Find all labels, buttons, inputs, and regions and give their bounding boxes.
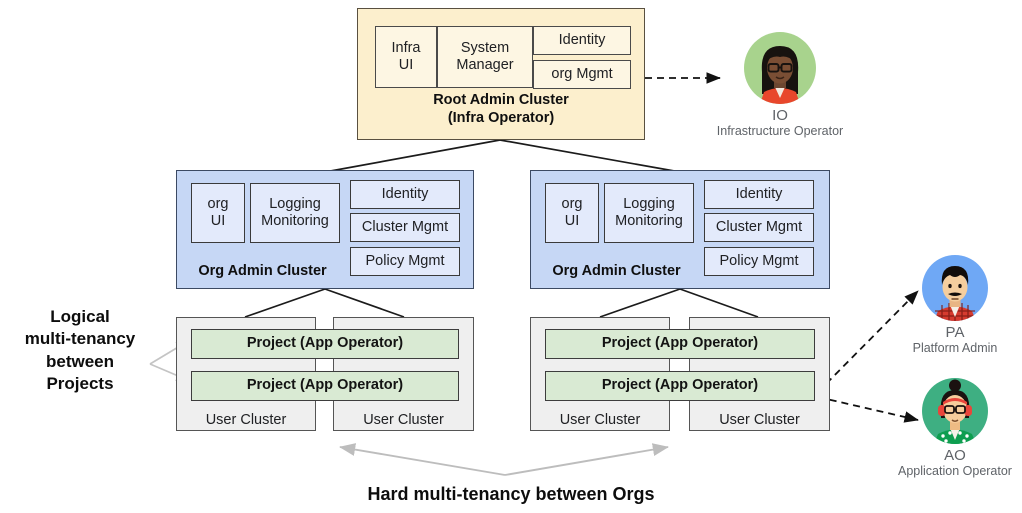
project-label: Project (App Operator) — [601, 377, 759, 394]
persona-abbr: AO — [944, 447, 966, 464]
org-admin-cluster-left-title: Org Admin Cluster — [180, 263, 345, 281]
hard-multitenancy-label: Hard multi-tenancy between Orgs — [367, 484, 655, 504]
persona-application-operator[interactable]: AO Application Operator — [890, 378, 1020, 479]
root-to-org-connectors — [324, 139, 681, 173]
module-label: Identity — [381, 186, 429, 203]
module-logging-monitoring[interactable]: Logging Monitoring — [250, 183, 340, 243]
module-org-mgmt[interactable]: org Mgmt — [533, 60, 631, 89]
module-label: Policy Mgmt — [719, 253, 799, 270]
persona-platform-admin[interactable]: PA Platform Admin — [890, 255, 1020, 356]
module-label: Infra UI — [391, 40, 421, 73]
module-label: Logging Monitoring — [261, 196, 329, 229]
module-label: org Mgmt — [551, 66, 613, 83]
hard-tenancy-arrow — [339, 443, 669, 476]
module-policy-mgmt[interactable]: Policy Mgmt — [350, 247, 460, 276]
module-identity[interactable]: Identity — [704, 180, 814, 209]
persona-abbr: PA — [945, 324, 965, 341]
org-admin-cluster-right-title: Org Admin Cluster — [534, 263, 699, 281]
module-infra-ui[interactable]: Infra UI — [375, 26, 437, 88]
persona-role: Infrastructure Operator — [716, 124, 844, 139]
project-left-1[interactable]: Project (App Operator) — [191, 329, 459, 359]
module-org-ui[interactable]: org UI — [545, 183, 599, 243]
module-label: org UI — [207, 196, 229, 229]
project-right-1[interactable]: Project (App Operator) — [545, 329, 815, 359]
avatar-ao-illustration — [934, 379, 976, 444]
module-label: Cluster Mgmt — [715, 219, 803, 236]
module-logging-monitoring[interactable]: Logging Monitoring — [604, 183, 694, 243]
persona-role: Platform Admin — [912, 341, 998, 356]
root-admin-cluster-title: Root Admin Cluster (Infra Operator) — [357, 92, 645, 127]
avatar — [922, 378, 988, 444]
cluster-title-text: Org Admin Cluster — [552, 263, 681, 279]
module-org-ui[interactable]: org UI — [191, 183, 245, 243]
project-right-2[interactable]: Project (App Operator) — [545, 371, 815, 401]
module-label: Policy Mgmt — [365, 253, 445, 270]
user-cluster-right-1-label: User Cluster — [559, 412, 641, 428]
org-to-usercluster-connectors — [244, 288, 759, 318]
module-identity[interactable]: Identity — [350, 180, 460, 209]
root-admin-cluster-title-line1: Root Admin Cluster — [433, 92, 569, 108]
user-cluster-left-1-label: User Cluster — [205, 412, 287, 428]
cluster-title-text: Org Admin Cluster — [198, 263, 327, 279]
persona-infrastructure-operator[interactable]: IO Infrastructure Operator — [700, 32, 860, 139]
module-label: System Manager — [456, 40, 514, 73]
persona-role: Application Operator — [898, 464, 1012, 479]
module-system-manager[interactable]: System Manager — [437, 26, 533, 88]
module-policy-mgmt[interactable]: Policy Mgmt — [704, 247, 814, 276]
project-label: Project (App Operator) — [246, 335, 404, 352]
avatar — [744, 32, 816, 104]
module-cluster-mgmt[interactable]: Cluster Mgmt — [350, 213, 460, 242]
avatar — [922, 255, 988, 321]
logical-multitenancy-label: Logical multi-tenancy between Projects — [24, 307, 136, 394]
module-identity[interactable]: Identity — [533, 26, 631, 55]
module-label: Identity — [558, 32, 606, 49]
avatar-pa-illustration — [934, 266, 976, 321]
persona-abbr: IO — [772, 107, 788, 124]
user-cluster-left-2-label: User Cluster — [363, 412, 444, 428]
module-label: Identity — [735, 186, 783, 203]
module-cluster-mgmt[interactable]: Cluster Mgmt — [704, 213, 814, 242]
module-label: Logging Monitoring — [615, 196, 683, 229]
avatar-io-illustration — [760, 46, 800, 104]
project-label: Project (App Operator) — [246, 377, 404, 394]
module-label: Cluster Mgmt — [361, 219, 449, 236]
project-label: Project (App Operator) — [601, 335, 759, 352]
module-label: org UI — [561, 196, 583, 229]
project-left-2[interactable]: Project (App Operator) — [191, 371, 459, 401]
user-cluster-right-2-label: User Cluster — [719, 412, 800, 428]
root-admin-cluster-title-line2: (Infra Operator) — [447, 109, 555, 126]
